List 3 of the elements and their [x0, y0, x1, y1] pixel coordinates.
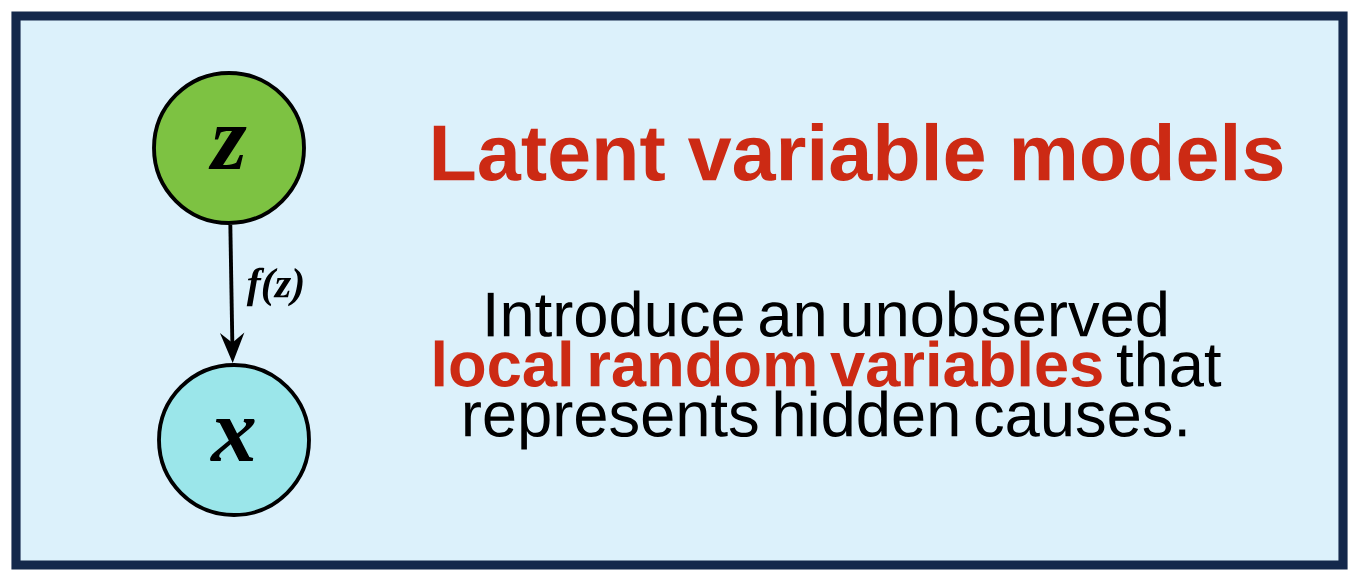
description-text: Introduce an unobserved local random variables that represents hidden causes.	[434, 290, 1222, 450]
edge-label: f(z)	[243, 264, 309, 310]
title: Latent variable models	[433, 122, 1283, 181]
